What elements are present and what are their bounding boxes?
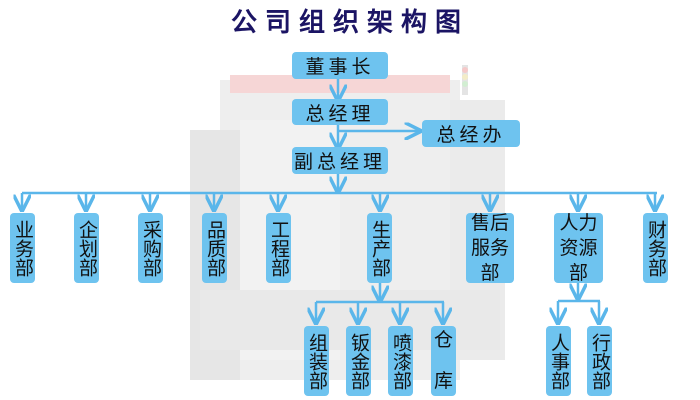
node-dept-hr[interactable]: 人力 资源 部: [554, 211, 603, 284]
after-sales-line-2: 服务: [470, 236, 509, 259]
node-dept-engineering[interactable]: 工程部: [266, 213, 291, 283]
node-dept-after-sales[interactable]: 售后 服务 部: [466, 211, 514, 284]
node-unit-administration[interactable]: 行政部: [587, 326, 612, 396]
node-dept-purchasing[interactable]: 采购部: [138, 213, 163, 283]
after-sales-line-3: 部: [480, 261, 500, 284]
node-chairman[interactable]: 董事长: [292, 52, 388, 79]
node-unit-assembly[interactable]: 组装部: [304, 326, 329, 396]
node-unit-warehouse[interactable]: 仓 库: [431, 326, 456, 396]
node-gm-office[interactable]: 总经办: [422, 120, 520, 147]
warehouse-line-1: 仓: [433, 329, 453, 351]
node-deputy-gm[interactable]: 副总经理: [292, 147, 388, 174]
node-unit-personnel[interactable]: 人事部: [546, 326, 571, 396]
hr-line-3: 部: [568, 261, 588, 284]
chart-title: 公司组织架构图: [230, 8, 469, 38]
warehouse-line-3: 库: [433, 370, 453, 392]
node-dept-quality[interactable]: 品质部: [202, 213, 227, 283]
node-unit-painting[interactable]: 喷漆部: [388, 326, 413, 396]
node-dept-production[interactable]: 生产部: [367, 213, 392, 283]
node-dept-planning[interactable]: 企划部: [74, 213, 99, 283]
hr-line-2: 资源: [559, 236, 598, 259]
node-dept-business[interactable]: 业务部: [10, 213, 35, 283]
node-dept-finance[interactable]: 财务部: [643, 213, 668, 283]
hr-line-1: 人力: [559, 211, 598, 234]
node-general-manager[interactable]: 总经理: [292, 99, 388, 125]
after-sales-line-1: 售后: [470, 211, 509, 234]
node-unit-sheet-metal[interactable]: 钣金部: [346, 326, 371, 396]
